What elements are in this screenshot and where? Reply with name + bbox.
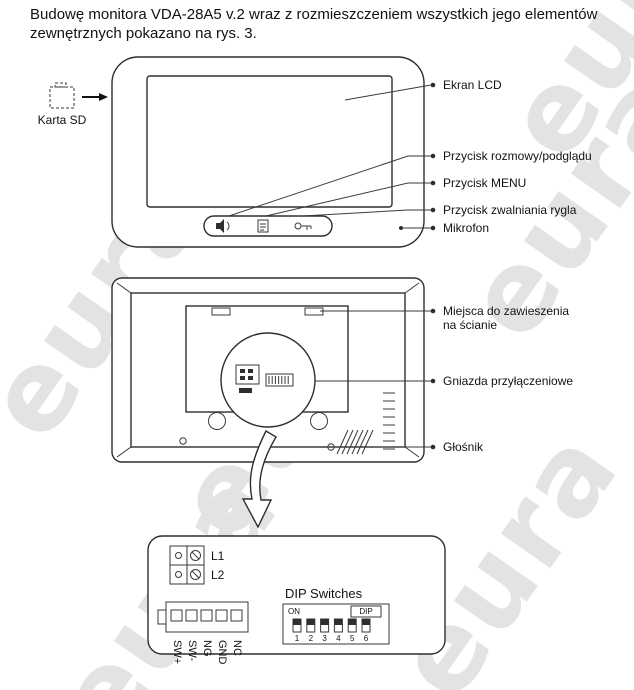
speaker-icon xyxy=(216,219,230,233)
callout-bullet xyxy=(430,180,436,186)
lcd-screen xyxy=(146,75,393,208)
small-hole xyxy=(179,437,187,445)
mounting-slot xyxy=(211,307,231,316)
rear-view-diagram: Miejsca do zawieszenia na ścianie Gniazd… xyxy=(111,277,573,463)
dip-number: 2 xyxy=(309,634,314,643)
label-miejsca-zawieszenia-2: na ścianie xyxy=(443,318,497,332)
intro-paragraph: Budowę monitora VDA-28A5 v.2 wraz z rozm… xyxy=(30,6,598,42)
sd-card-label: Karta SD xyxy=(38,113,87,127)
label-przycisk-rygla: Przycisk zwalniania rygla xyxy=(443,203,577,217)
label-miejsca-zawieszenia-1: Miejsca do zawieszenia xyxy=(443,304,569,318)
dip-switch-block xyxy=(282,603,390,645)
menu-icon xyxy=(257,219,269,233)
callout-bullet xyxy=(430,225,436,231)
label-przycisk-menu: Przycisk MENU xyxy=(443,176,526,190)
label-przycisk-rozmowy: Przycisk rozmowy/podglądu xyxy=(443,149,592,163)
callout-line xyxy=(228,155,431,217)
dip-number: 5 xyxy=(350,634,355,643)
small-hole xyxy=(327,443,335,451)
connection-panel: L1 L2 SW+ SW- NG GND NC DIP Switches ON xyxy=(147,535,446,665)
screw-hole xyxy=(310,412,328,430)
dip-number: 4 xyxy=(336,634,341,643)
terminal-l2-label: L2 xyxy=(211,568,225,582)
callout-bullet xyxy=(430,378,436,384)
pin-label: NC xyxy=(231,640,243,656)
down-arrow xyxy=(241,430,277,529)
sd-arrow-icon xyxy=(82,93,108,101)
label-gniazda: Gniazda przyłączeniowe xyxy=(443,374,573,388)
dip-block-mini xyxy=(265,373,294,387)
microphone-dot xyxy=(399,226,403,230)
callout-bullet xyxy=(430,308,436,314)
pin-label: GND xyxy=(216,640,228,665)
label-ekran-lcd: Ekran LCD xyxy=(443,78,502,92)
pin-label: NG xyxy=(201,640,213,657)
callout-line xyxy=(344,84,432,101)
magnifier-circle xyxy=(220,332,316,428)
pin-label: SW+ xyxy=(171,640,183,664)
callout-line xyxy=(265,182,431,217)
callout-bullet xyxy=(430,207,436,213)
label-mikrofon: Mikrofon xyxy=(443,221,489,235)
dip-switches-title: DIP Switches xyxy=(285,586,363,601)
pin-label: SW- xyxy=(186,640,198,662)
callout-bullet xyxy=(430,153,436,159)
key-icon xyxy=(294,222,312,230)
sd-card-icon xyxy=(49,82,75,109)
callout-bullet xyxy=(430,82,436,88)
dip-number: 1 xyxy=(295,634,300,643)
terminal-block xyxy=(169,545,205,585)
terminal-l1-label: L1 xyxy=(211,549,225,563)
dip-switch xyxy=(292,618,371,633)
connection-panel-outline xyxy=(147,535,446,655)
front-view-diagram: Ekran LCD Przycisk rozmowy/podglądu Przy… xyxy=(111,56,592,248)
speaker-grille xyxy=(336,429,374,455)
dip-dip-label: DIP xyxy=(359,607,372,616)
dip-on-label: ON xyxy=(288,607,300,616)
callout-line xyxy=(302,209,431,217)
dip-number: 6 xyxy=(364,634,369,643)
pin-connector xyxy=(157,601,249,633)
connector-block-mini xyxy=(235,364,260,393)
callout-bullet xyxy=(430,444,436,450)
dip-number: 3 xyxy=(322,634,327,643)
screw-hole xyxy=(208,412,226,430)
label-glosnik: Głośnik xyxy=(443,440,484,454)
vent-slots xyxy=(383,392,395,450)
